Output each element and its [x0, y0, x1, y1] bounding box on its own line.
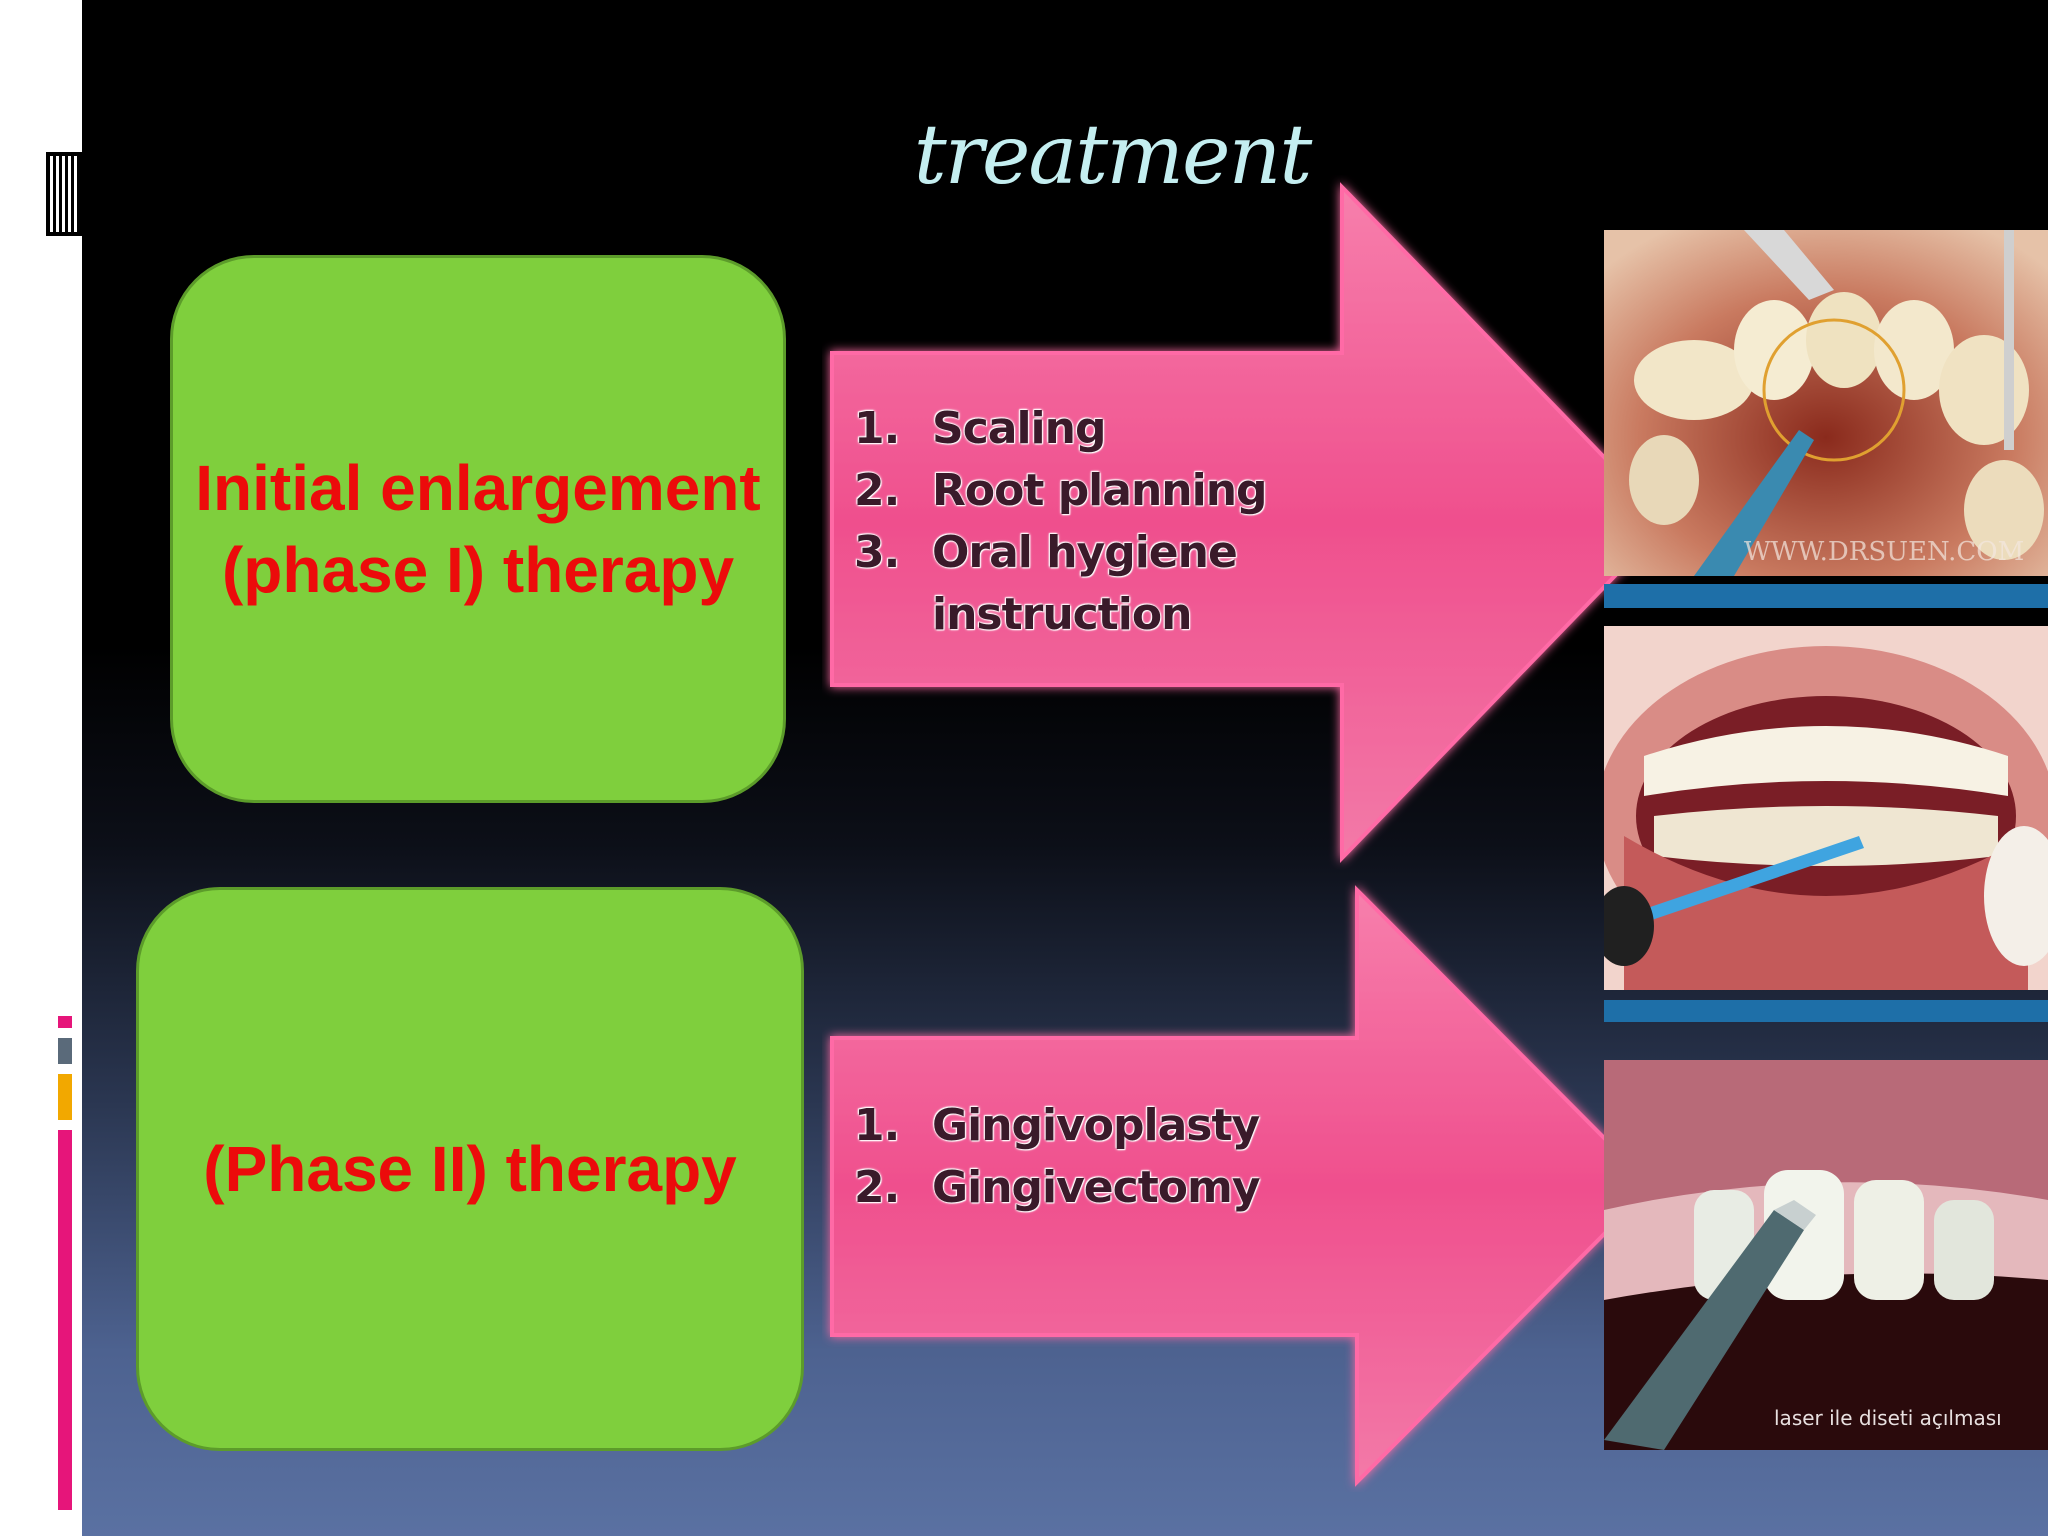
phase1-box: Initial enlargement (phase I) therapy — [170, 255, 786, 803]
photo-caption: laser ile diseti açılması — [1774, 1406, 2002, 1430]
list-item: 1.Scaling — [854, 403, 1106, 454]
phase1-arrow — [830, 182, 1670, 863]
phase2-box: (Phase II) therapy — [136, 887, 804, 1451]
scaling-photo: WWW.DRSUEN.COM — [1604, 230, 2048, 576]
list-item: 3.Oral hygiene instruction — [854, 527, 1238, 640]
list-item: 2.Gingivectomy — [854, 1162, 1260, 1213]
color-bars-decor — [58, 1016, 72, 1510]
phase2-arrow — [830, 885, 1655, 1487]
phase1-label: Initial enlargement (phase I) therapy — [195, 452, 761, 606]
gingivectomy-photo: laser ile diseti açılması — [1604, 1060, 2048, 1450]
phase1-steps-list: 1.Scaling 2.Root planning 3.Oral hygiene… — [854, 398, 1314, 646]
photo-separator — [1604, 584, 2048, 608]
stack-lines-icon — [46, 152, 82, 236]
phase2-steps-list: 1.Gingivoplasty 2.Gingivectomy — [854, 1095, 1314, 1219]
slide: treatment Initial enlargement (phase I) … — [82, 0, 2048, 1536]
photo-separator — [1604, 1000, 2048, 1022]
clinical-photos: WWW.DRSUEN.COM laser ile diseti açılma — [1604, 230, 2048, 1450]
oral-hygiene-photo — [1604, 626, 2048, 990]
phase2-label: (Phase II) therapy — [203, 1133, 737, 1205]
slide-title: treatment — [913, 108, 1313, 203]
photo-watermark: WWW.DRSUEN.COM — [1744, 537, 2024, 567]
list-item: 1.Gingivoplasty — [854, 1100, 1260, 1151]
list-item: 2.Root planning — [854, 465, 1268, 516]
